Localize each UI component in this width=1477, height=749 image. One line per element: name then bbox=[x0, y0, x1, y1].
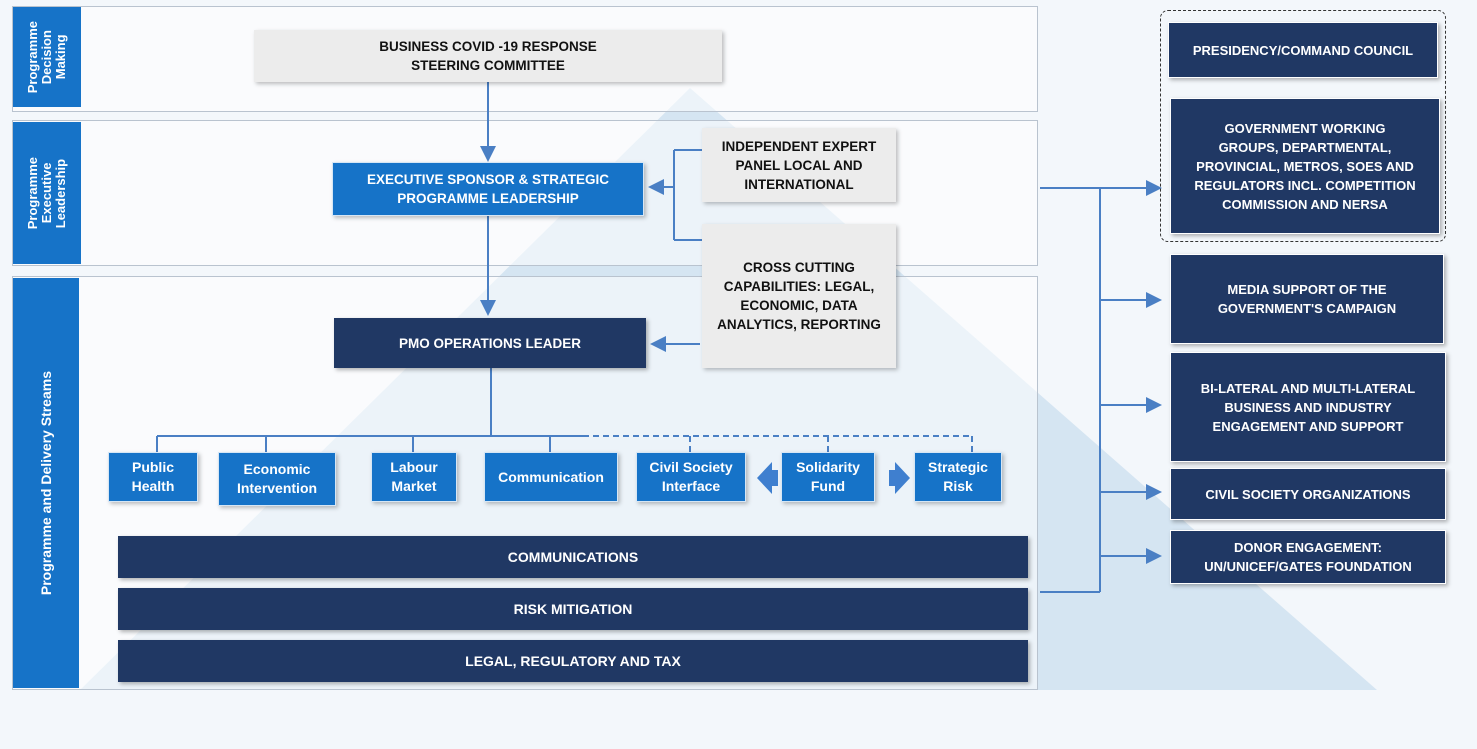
section-label-delivery: Programme and Delivery Streams bbox=[13, 278, 79, 688]
steering-committee-box: BUSINESS COVID -19 RESPONSE STEERING COM… bbox=[254, 30, 722, 82]
government-group-outline bbox=[1160, 10, 1446, 242]
cross-cutting-box: CROSS CUTTING CAPABILITIES: LEGAL, ECONO… bbox=[702, 224, 896, 368]
section-label-decision: Programme Decision Making bbox=[13, 7, 81, 107]
stream-strategic-risk: Strategic Risk bbox=[914, 452, 1002, 502]
bar-risk-mitigation: RISK MITIGATION bbox=[118, 588, 1028, 630]
stream-civil-society-interface: Civil Society Interface bbox=[636, 452, 746, 502]
presidency-command-council-box: PRESIDENCY/COMMAND COUNCIL bbox=[1168, 22, 1438, 78]
bar-legal-regulatory-tax: LEGAL, REGULATORY AND TAX bbox=[118, 640, 1028, 682]
stream-economic-intervention: Economic Intervention bbox=[218, 452, 336, 506]
stream-solidarity-fund: Solidarity Fund bbox=[781, 452, 875, 502]
government-working-groups-box: GOVERNMENT WORKING GROUPS, DEPARTMENTAL,… bbox=[1170, 98, 1440, 234]
section-label-executive: Programme Executive Leadership bbox=[13, 122, 81, 264]
civil-society-organizations-box: CIVIL SOCIETY ORGANIZATIONS bbox=[1170, 468, 1446, 520]
executive-sponsor-box: EXECUTIVE SPONSOR & STRATEGIC PROGRAMME … bbox=[332, 162, 644, 216]
donor-engagement-box: DONOR ENGAGEMENT: UN/UNICEF/GATES FOUNDA… bbox=[1170, 530, 1446, 584]
pmo-operations-leader-box: PMO OPERATIONS LEADER bbox=[334, 318, 646, 368]
bilateral-engagement-box: BI-LATERAL AND MULTI-LATERAL BUSINESS AN… bbox=[1170, 352, 1446, 462]
expert-panel-box: INDEPENDENT EXPERT PANEL LOCAL AND INTER… bbox=[702, 128, 896, 202]
stream-labour-market: Labour Market bbox=[371, 452, 457, 502]
media-support-box: MEDIA SUPPORT OF THE GOVERNMENT'S CAMPAI… bbox=[1170, 254, 1444, 344]
bar-communications: COMMUNICATIONS bbox=[118, 536, 1028, 578]
stream-public-health: Public Health bbox=[108, 452, 198, 502]
stream-communication: Communication bbox=[484, 452, 618, 502]
